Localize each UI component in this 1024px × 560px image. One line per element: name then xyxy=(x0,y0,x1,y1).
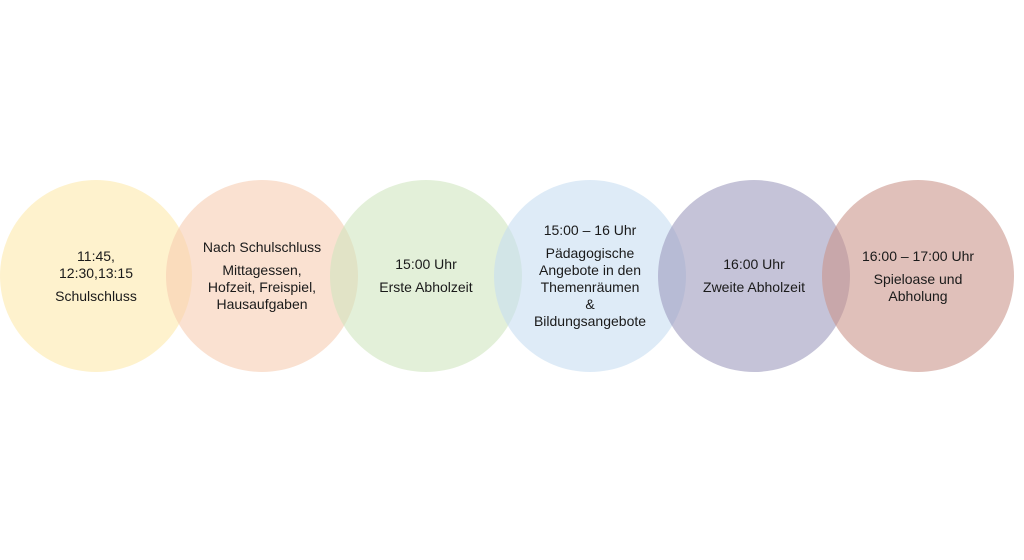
circle-spieloase xyxy=(822,180,1014,372)
circle-title: Erste Abholzeit xyxy=(379,279,473,295)
circle-title: Zweite Abholzeit xyxy=(703,279,805,295)
label-spieloase: 16:00 – 17:00 Uhr Spieloase und Abholung xyxy=(848,180,988,372)
label-paedagogische-angebote: 15:00 – 16 Uhr Pädagogische Angebote in … xyxy=(520,180,660,372)
circle-time: 16:00 Uhr xyxy=(723,256,785,272)
circle-paedagogische-angebote xyxy=(494,180,686,372)
circle-schulschluss xyxy=(0,180,192,372)
circle-time: 16:00 – 17:00 Uhr xyxy=(861,247,975,264)
circle-title: Spieloase und Abholung xyxy=(873,270,963,304)
label-erste-abholzeit: 15:00 Uhr Erste Abholzeit xyxy=(356,180,496,372)
circle-zweite-abholzeit xyxy=(658,180,850,372)
label-nach-schulschluss: Nach Schulschluss Mittagessen, Hofzeit, … xyxy=(192,180,332,372)
circle-title: Schulschluss xyxy=(55,287,137,304)
circle-time: 15:00 Uhr xyxy=(395,256,457,272)
circle-time: 15:00 – 16 Uhr xyxy=(543,222,637,238)
label-schulschluss: 11:45, 12:30,13:15 Schulschluss xyxy=(26,180,166,372)
circle-erste-abholzeit xyxy=(330,180,522,372)
label-zweite-abholzeit: 16:00 Uhr Zweite Abholzeit xyxy=(684,180,824,372)
circle-title: Pädagogische Angebote in den Themenräume… xyxy=(533,245,647,329)
circle-nach-schulschluss xyxy=(166,180,358,372)
circle-time: Nach Schulschluss xyxy=(202,239,322,255)
circle-time: 11:45, 12:30,13:15 xyxy=(59,247,133,281)
circle-title: Mittagessen, Hofzeit, Freispiel, Hausauf… xyxy=(207,262,317,312)
